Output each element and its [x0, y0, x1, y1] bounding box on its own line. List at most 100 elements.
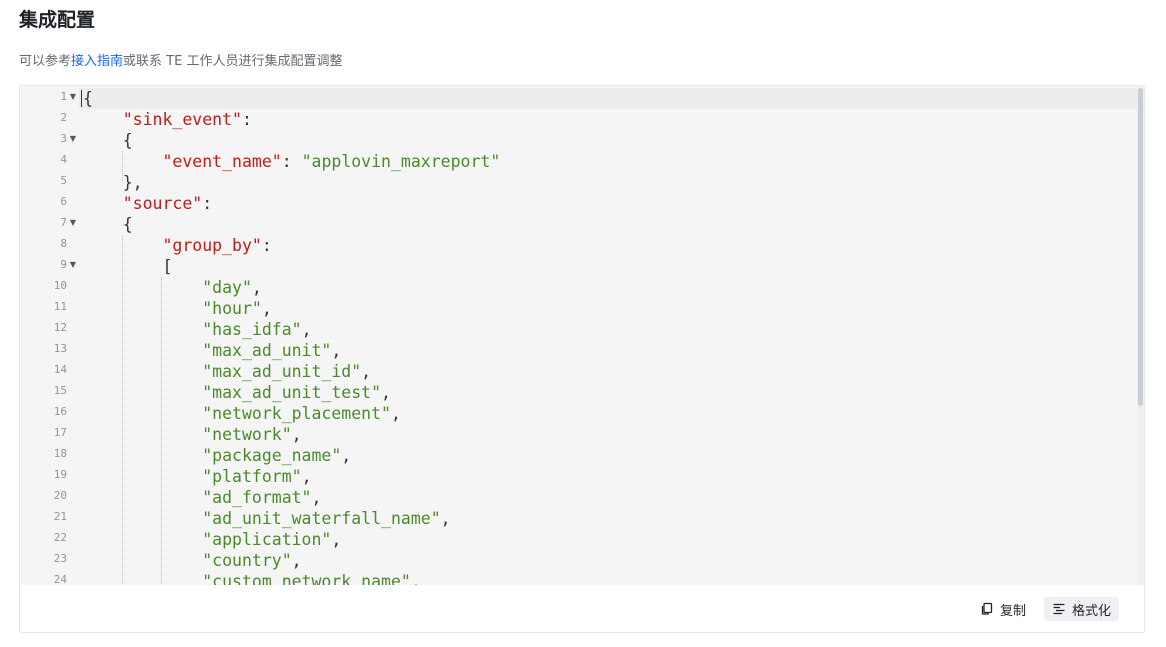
- line-number: 18: [53, 447, 67, 460]
- code-line[interactable]: "ad_unit_waterfall_name",: [83, 508, 451, 529]
- fold-arrow-icon[interactable]: ▼: [69, 260, 76, 269]
- json-punctuation: [: [162, 257, 173, 276]
- line-number: 15: [53, 384, 67, 397]
- code-line[interactable]: "max_ad_unit_test",: [83, 382, 391, 403]
- json-punctuation: ,: [331, 530, 342, 549]
- code-line[interactable]: {: [83, 130, 133, 151]
- line-number: 5: [60, 174, 67, 187]
- fold-arrow-icon[interactable]: ▼: [69, 218, 76, 227]
- line-number: 3: [60, 132, 67, 145]
- line-number: 22: [53, 531, 67, 544]
- scrollbar-thumb[interactable]: [1138, 88, 1143, 406]
- vertical-scrollbar[interactable]: [1137, 86, 1144, 585]
- json-key: "source": [122, 194, 203, 213]
- code-area[interactable]: [79, 86, 1137, 585]
- json-string: "has_idfa": [202, 320, 302, 339]
- page-description: 可以参考接入指南或联系 TE 工作人员进行集成配置调整: [19, 52, 342, 72]
- json-string: "day": [202, 278, 252, 297]
- json-punctuation: ,: [381, 383, 391, 402]
- line-number: 13: [53, 342, 67, 355]
- line-number: 11: [53, 300, 67, 313]
- json-string: "ad_unit_waterfall_name": [202, 509, 441, 528]
- json-punctuation: {: [122, 131, 133, 150]
- json-punctuation: ,: [440, 509, 451, 528]
- line-number: 8: [60, 237, 67, 250]
- code-line[interactable]: {: [83, 88, 93, 109]
- code-line[interactable]: "has_idfa",: [83, 319, 312, 340]
- code-line[interactable]: "ad_format",: [83, 487, 321, 508]
- copy-icon: [980, 602, 994, 616]
- line-number: 20: [53, 489, 67, 502]
- json-punctuation: ,: [301, 320, 312, 339]
- fold-arrow-icon[interactable]: ▼: [69, 134, 76, 143]
- json-string: "network_placement": [202, 404, 391, 423]
- code-line[interactable]: [: [83, 256, 172, 277]
- code-line[interactable]: "package_name",: [83, 445, 351, 466]
- json-string: "hour": [202, 299, 262, 318]
- json-string: "applovin_maxreport": [301, 152, 501, 171]
- code-line[interactable]: "custom_network_name",: [83, 571, 421, 586]
- code-line[interactable]: "network",: [83, 424, 301, 445]
- copy-button[interactable]: 复制: [972, 597, 1034, 621]
- json-string: "ad_format": [202, 488, 312, 507]
- line-number: 2: [60, 111, 67, 124]
- desc-suffix: 或联系 TE 工作人员进行集成配置调整: [123, 54, 343, 69]
- json-string: "platform": [202, 467, 302, 486]
- json-string: "package_name": [202, 446, 342, 465]
- active-line-highlight: [79, 88, 1137, 109]
- json-key: "sink_event": [122, 110, 242, 129]
- json-punctuation: ,: [301, 467, 312, 486]
- line-number: 21: [53, 510, 67, 523]
- json-punctuation: ,: [390, 404, 401, 423]
- line-number: 24: [53, 573, 67, 586]
- json-punctuation: },: [122, 173, 143, 192]
- code-line[interactable]: "application",: [83, 529, 341, 550]
- format-button[interactable]: 格式化: [1044, 597, 1120, 621]
- json-key: "event_name": [162, 152, 282, 171]
- json-string: "country": [202, 551, 292, 570]
- code-line[interactable]: "platform",: [83, 466, 312, 487]
- json-punctuation: ,: [331, 341, 342, 360]
- text-cursor: [81, 90, 82, 107]
- json-punctuation: ,: [410, 572, 421, 586]
- copy-label: 复制: [1000, 603, 1027, 619]
- code-line[interactable]: "hour",: [83, 298, 272, 319]
- indent-guide: [161, 277, 163, 585]
- line-number: 12: [53, 321, 67, 334]
- json-punctuation: :: [261, 236, 272, 255]
- code-line[interactable]: {: [83, 214, 133, 235]
- code-line[interactable]: "source":: [83, 193, 212, 214]
- line-number: 16: [53, 405, 67, 418]
- code-line[interactable]: "event_name": "applovin_maxreport": [83, 151, 500, 172]
- code-line[interactable]: "country",: [83, 550, 301, 571]
- code-line[interactable]: "max_ad_unit",: [83, 340, 341, 361]
- code-line[interactable]: "max_ad_unit_id",: [83, 361, 371, 382]
- line-number: 9: [60, 258, 67, 271]
- format-label: 格式化: [1072, 603, 1112, 619]
- line-number: 14: [53, 363, 67, 376]
- fold-arrow-icon[interactable]: ▼: [69, 92, 76, 101]
- json-string: "max_ad_unit": [202, 341, 332, 360]
- json-punctuation: {: [83, 89, 93, 108]
- indent-guide: [121, 235, 123, 585]
- json-punctuation: ,: [251, 278, 262, 297]
- json-string: "max_ad_unit_test": [202, 383, 382, 402]
- code-line[interactable]: "network_placement",: [83, 403, 401, 424]
- editor-footer: 复制 格式化: [20, 585, 1144, 632]
- code-line[interactable]: },: [83, 172, 143, 193]
- json-string: "custom_network_name": [202, 572, 411, 586]
- page-title: 集成配置: [19, 9, 96, 31]
- code-line[interactable]: "day",: [83, 277, 262, 298]
- line-number: 10: [53, 279, 67, 292]
- line-number: 17: [53, 426, 67, 439]
- integration-guide-link[interactable]: 接入指南: [71, 54, 124, 69]
- json-punctuation: :: [281, 152, 302, 171]
- code-line[interactable]: "group_by":: [83, 235, 272, 256]
- line-number: 19: [53, 468, 67, 481]
- json-punctuation: :: [241, 110, 252, 129]
- code-line[interactable]: "sink_event":: [83, 109, 252, 130]
